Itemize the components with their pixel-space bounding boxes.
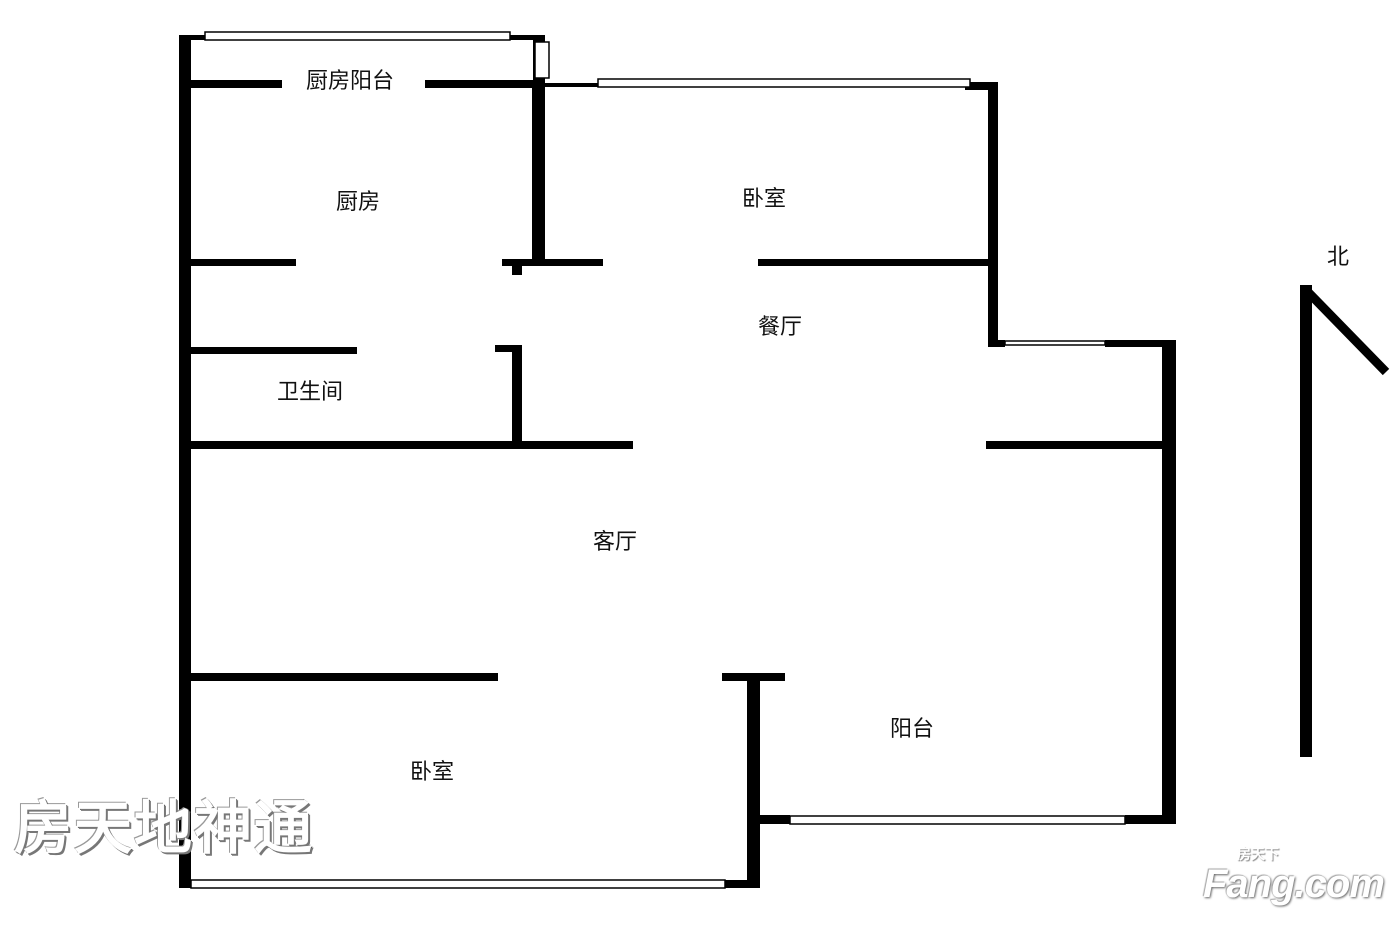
wall-bedroom-south <box>758 259 990 266</box>
wall-kitchen-south-left <box>191 259 296 266</box>
wall-south-corner <box>725 880 760 888</box>
wall-living-north <box>191 441 633 449</box>
wall-balcony-south-left <box>760 815 790 824</box>
north-arrow <box>1300 285 1390 757</box>
wall-north-bedroom-corner <box>965 82 998 90</box>
wall-kitchen-balcony-divider-right <box>425 80 545 88</box>
wall-bathroom-east <box>512 345 522 445</box>
fang-logo: 房天下 Fang.com <box>1203 846 1385 906</box>
watermark: 房天地神通 <box>14 794 315 862</box>
wall-kitchen-balcony-divider-left <box>191 80 282 88</box>
wall-kitchen-south-right <box>502 259 603 266</box>
wall-bathroom-north-right <box>495 345 522 352</box>
room-label-bathroom: 卫生间 <box>276 380 344 405</box>
wall-thin <box>545 83 600 87</box>
window-bump <box>1004 340 1106 346</box>
wall-bump-right <box>1105 340 1176 347</box>
logo-cn: 房天下 <box>1237 846 1279 862</box>
wall-bedroom-balcony <box>747 673 760 888</box>
wall-living-north-right <box>986 441 1165 449</box>
wall-kitchen-bedroom <box>532 88 545 262</box>
wall-bathroom-north <box>191 347 357 354</box>
window-kitchen-balcony-side <box>534 41 550 79</box>
window-balcony <box>789 815 1126 825</box>
room-label-kitchen: 厨房 <box>335 190 381 215</box>
wall-balcony-south-right <box>1125 815 1176 824</box>
window-kitchen-balcony <box>204 31 511 41</box>
window-bedroom-north <box>597 78 971 88</box>
room-label-dining: 餐厅 <box>757 315 803 340</box>
logo-en: Fang.com <box>1203 862 1385 906</box>
room-label-kitchen-balcony: 厨房阳台 <box>303 69 397 95</box>
wall-east <box>1162 340 1176 824</box>
wall-stub <box>512 266 522 275</box>
room-label-balcony: 阳台 <box>889 717 935 742</box>
windows <box>190 31 1126 889</box>
compass-label: 北 <box>1326 245 1350 270</box>
room-label-bedroom-south: 卧室 <box>409 760 455 785</box>
room-label-living: 客厅 <box>592 530 638 555</box>
wall-bump <box>990 340 1005 347</box>
walls <box>179 35 1176 888</box>
wall-west <box>179 35 191 888</box>
wall-bedroom-east <box>988 82 998 347</box>
window-bedroom-south <box>190 879 726 889</box>
wall-bedroom-south-north <box>191 673 498 681</box>
room-label-bedroom-north: 卧室 <box>741 187 787 212</box>
